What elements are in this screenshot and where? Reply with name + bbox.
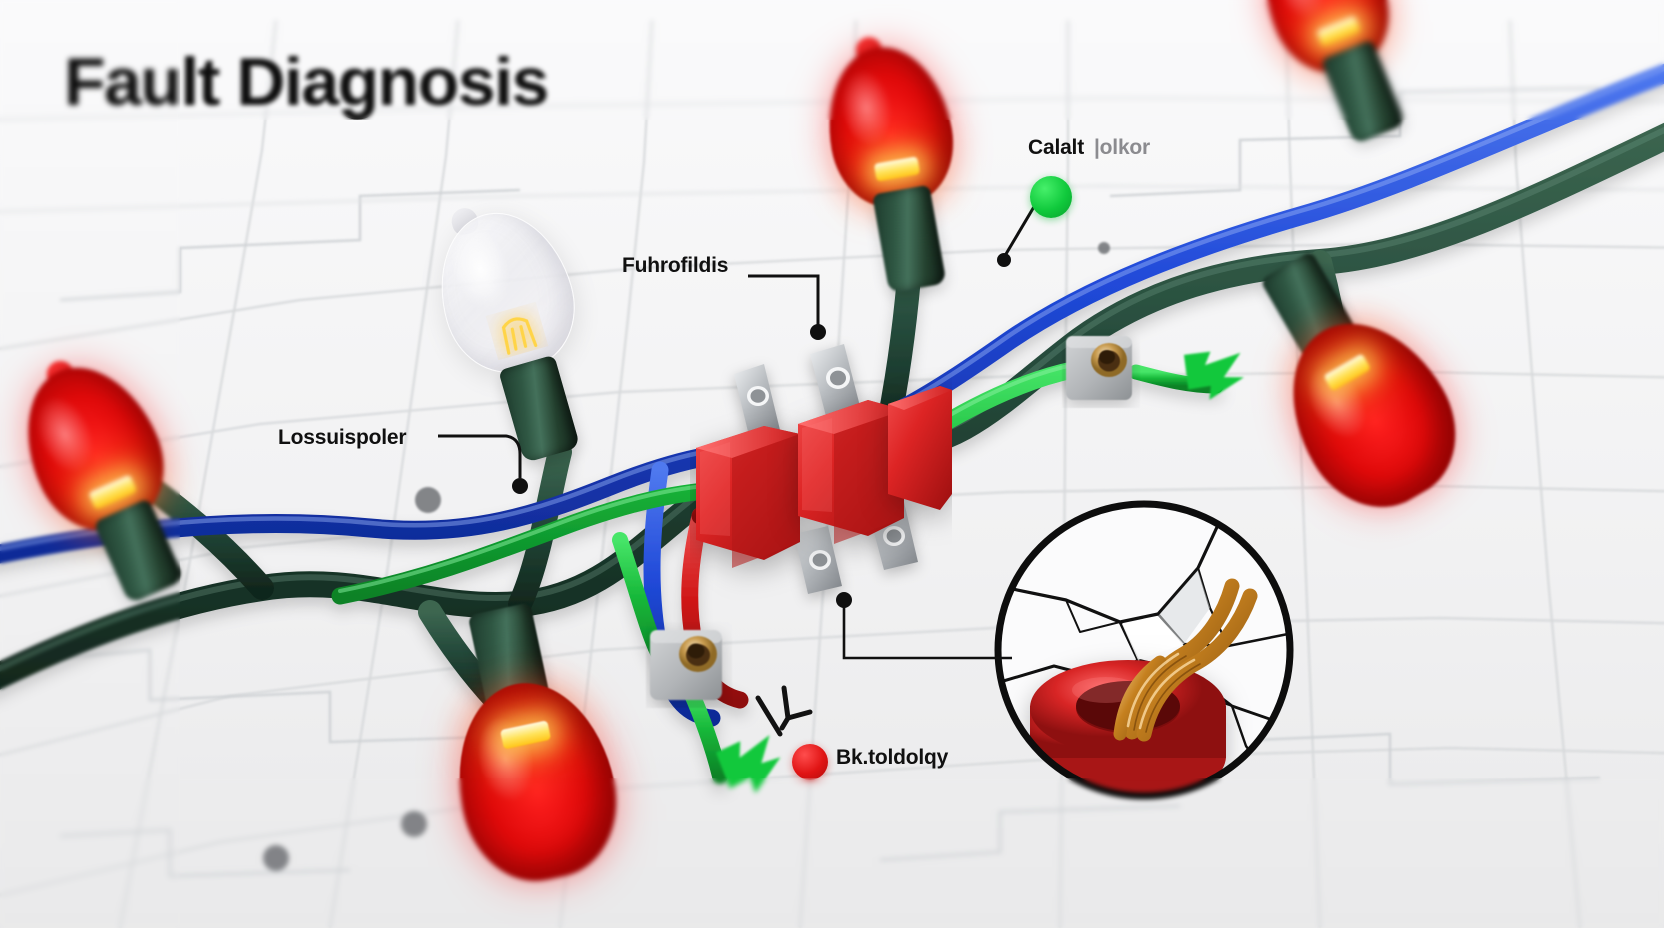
- legend-calalt-iolkor: Calalt |olkor: [1028, 136, 1150, 160]
- magnifier-inset: [988, 494, 1300, 806]
- bulb-socket: [1320, 39, 1406, 145]
- spark-marks-icon: [752, 682, 818, 742]
- bulb-filament: [501, 317, 538, 355]
- status-dot-ok: [1030, 176, 1072, 218]
- callout-leader-fuhrofildis: [744, 272, 864, 354]
- page-title: Fault Diagnosis: [64, 44, 549, 120]
- bulb-glass: [815, 37, 964, 217]
- flow-arrow-right-icon: [1175, 341, 1251, 410]
- legend-secondary-label: |olkor: [1094, 136, 1151, 159]
- callout-label-fuhrofildis: Fuhrofildis: [622, 254, 729, 277]
- bulb-socket: [872, 184, 947, 294]
- terminal-block: [690, 318, 952, 610]
- status-dot-fault: [792, 744, 828, 780]
- callout-leader-magnifier: [836, 592, 1016, 682]
- callout-label-lossuispoler: Lossuispoler: [278, 426, 407, 449]
- callout-leader-lossuispoler: [434, 432, 554, 508]
- bulb-clear-burnt: [398, 178, 636, 484]
- cube-connector-right: [1062, 330, 1140, 408]
- callout-leader-calalt: [994, 196, 1064, 276]
- legend-bktoldolqy-label: Bk.toldolqy: [836, 746, 949, 769]
- legend-primary-label: Calalt: [1028, 136, 1084, 159]
- cube-connector-lower: [646, 622, 732, 708]
- bulb-glass: [439, 668, 632, 894]
